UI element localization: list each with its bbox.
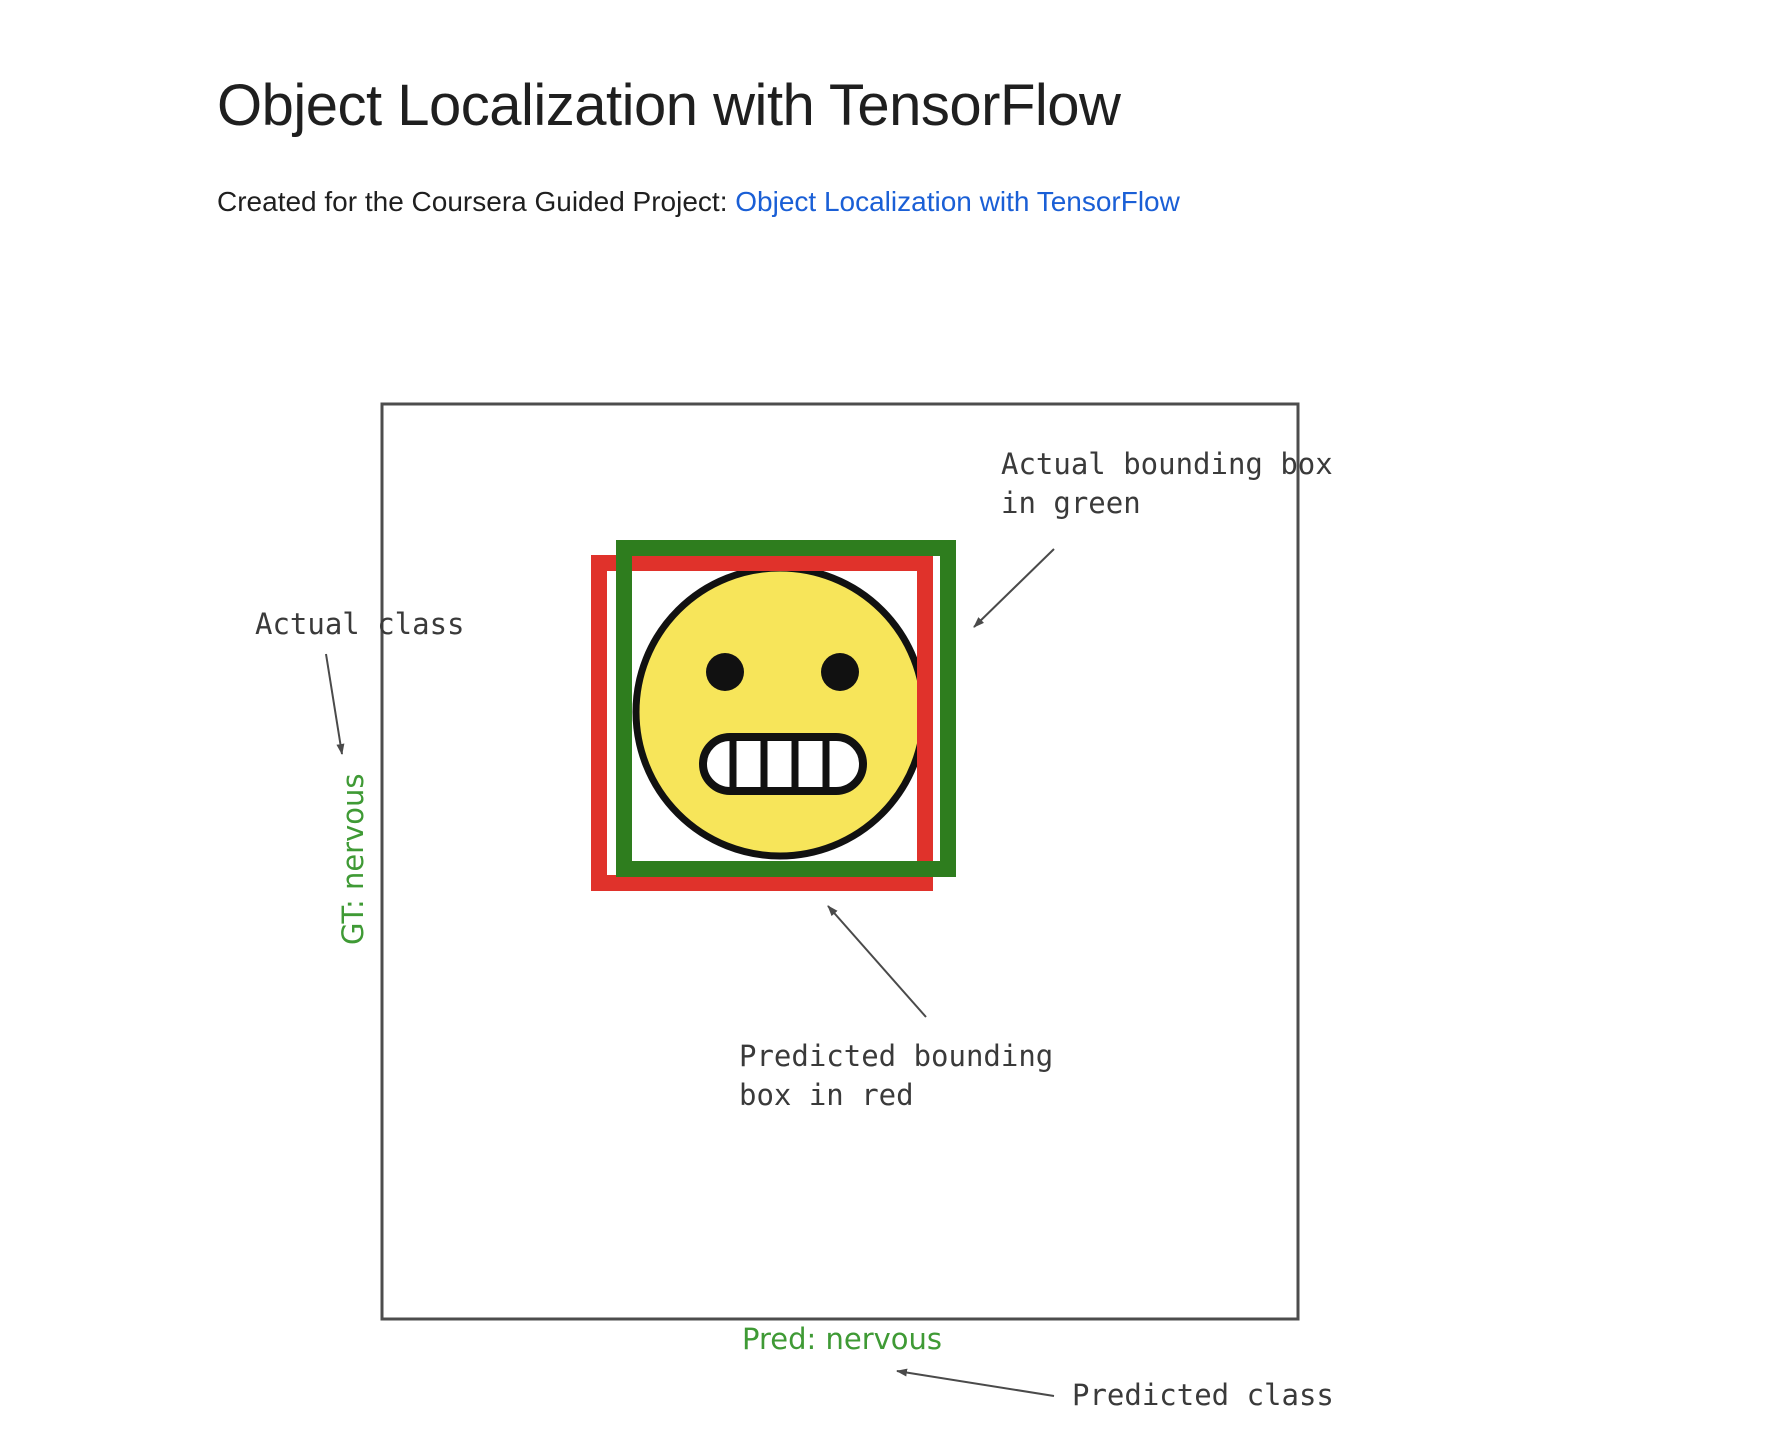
predicted-class-annotation: Predicted class xyxy=(1072,1378,1334,1412)
predicted-class-arrow xyxy=(896,1368,1055,1397)
ground-truth-label: GT: nervous xyxy=(336,774,370,946)
actual-class-arrow xyxy=(325,653,345,755)
intro-text: Created for the Coursera Guided Project: xyxy=(217,186,736,217)
actual-bounding-box xyxy=(616,540,956,877)
predicted-box-annotation-line1: Predicted bounding xyxy=(739,1039,1053,1073)
grimacing-face-emoji-icon xyxy=(632,564,928,860)
actual-box-annotation-line2: in green xyxy=(1001,486,1141,520)
page-title: Object Localization with TensorFlow xyxy=(217,73,1121,138)
guided-project-link[interactable]: Object Localization with TensorFlow xyxy=(735,186,1180,217)
actual-box-annotation-line1: Actual bounding box xyxy=(1001,447,1333,481)
predicted-bounding-box xyxy=(591,555,933,891)
prediction-label: Pred: nervous xyxy=(742,1322,942,1356)
intro-paragraph: Created for the Coursera Guided Project:… xyxy=(217,186,1180,218)
actual-class-annotation: Actual class xyxy=(255,607,465,641)
actual-box-arrow xyxy=(973,548,1055,628)
predicted-box-annotation-line2: box in red xyxy=(739,1078,914,1112)
predicted-box-arrow xyxy=(827,905,927,1018)
